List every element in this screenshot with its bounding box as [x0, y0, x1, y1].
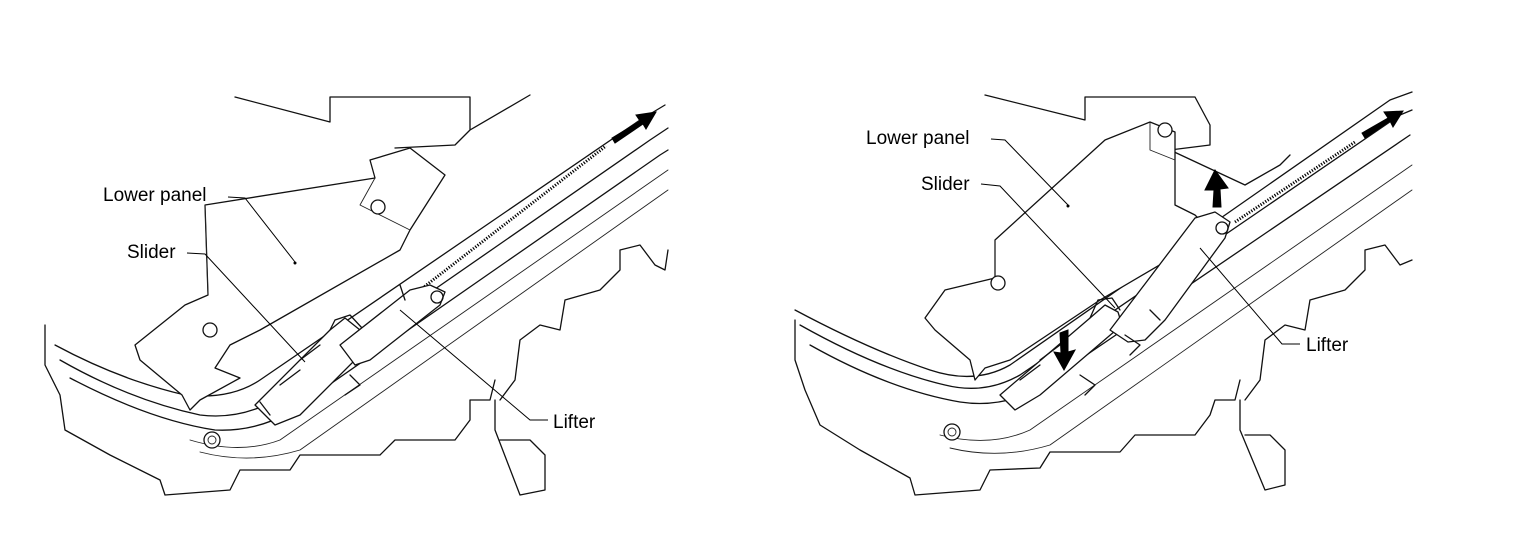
right-lifter-pivot: [1215, 221, 1229, 235]
left-lower-panel-edge: [204, 177, 411, 296]
right-lifter-detail: [1079, 309, 1161, 396]
right-rail-inner3: [949, 189, 1413, 454]
left-frame-bolt-inner: [207, 435, 217, 445]
right-panel-bolt-hole-2: [990, 275, 1006, 291]
left-rail-mid: [59, 127, 669, 417]
right-press-down-arrow: [1053, 329, 1077, 372]
left-lower-panel-shape: [134, 147, 446, 411]
right-frame-bolt-inner: [947, 427, 957, 437]
right-figure: [794, 91, 1413, 496]
left-leader-slider: [186, 252, 306, 363]
left-lifter-body: [339, 284, 446, 366]
left-panel-bolt-hole-2: [202, 322, 218, 338]
right-leader-lower-panel: [990, 138, 1069, 206]
left-lower-panel-label: Lower panel: [103, 185, 207, 206]
left-rail-inner3: [199, 189, 669, 459]
left-slider-label: Slider: [127, 242, 176, 263]
left-lifter-label: Lifter: [553, 412, 596, 433]
right-rail-outer: [794, 91, 1413, 378]
left-rail-inner2: [189, 169, 669, 448]
left-leader-lifter: [399, 309, 548, 421]
left-slide-direction-arrow: [611, 111, 657, 144]
right-slider-label: Slider: [921, 174, 970, 195]
left-lifter-detail: [344, 284, 406, 396]
left-slider-detail: [259, 314, 363, 416]
left-panel-bolt-hole-1: [370, 199, 386, 215]
right-frame-bolt: [943, 423, 961, 441]
left-frame-bolt: [203, 431, 221, 449]
right-panel-bolt-hole-1: [1157, 122, 1173, 138]
right-lifter-label: Lifter: [1306, 335, 1349, 356]
right-rail-mid: [799, 109, 1413, 389]
left-lifter-pivot: [430, 290, 444, 304]
right-roof-frame: [794, 94, 1413, 496]
right-drive-cable: [1234, 140, 1356, 224]
right-leader-lower-panel-dot: [1066, 204, 1070, 208]
right-lift-up-arrow: [1204, 169, 1229, 208]
right-slider-detail: [1019, 297, 1121, 381]
right-leader-slider: [980, 183, 1116, 309]
right-lower-panel-label: Lower panel: [866, 128, 970, 149]
left-roof-frame: [44, 94, 669, 496]
left-drive-cable: [419, 144, 607, 292]
left-leader-lower-panel-dot: [293, 261, 297, 265]
right-leader-lifter: [1199, 247, 1300, 345]
left-figure: [44, 94, 669, 496]
right-slide-direction-arrow: [1361, 110, 1404, 139]
left-leader-lower-panel: [227, 196, 296, 263]
right-lower-panel-edge: [994, 121, 1176, 279]
